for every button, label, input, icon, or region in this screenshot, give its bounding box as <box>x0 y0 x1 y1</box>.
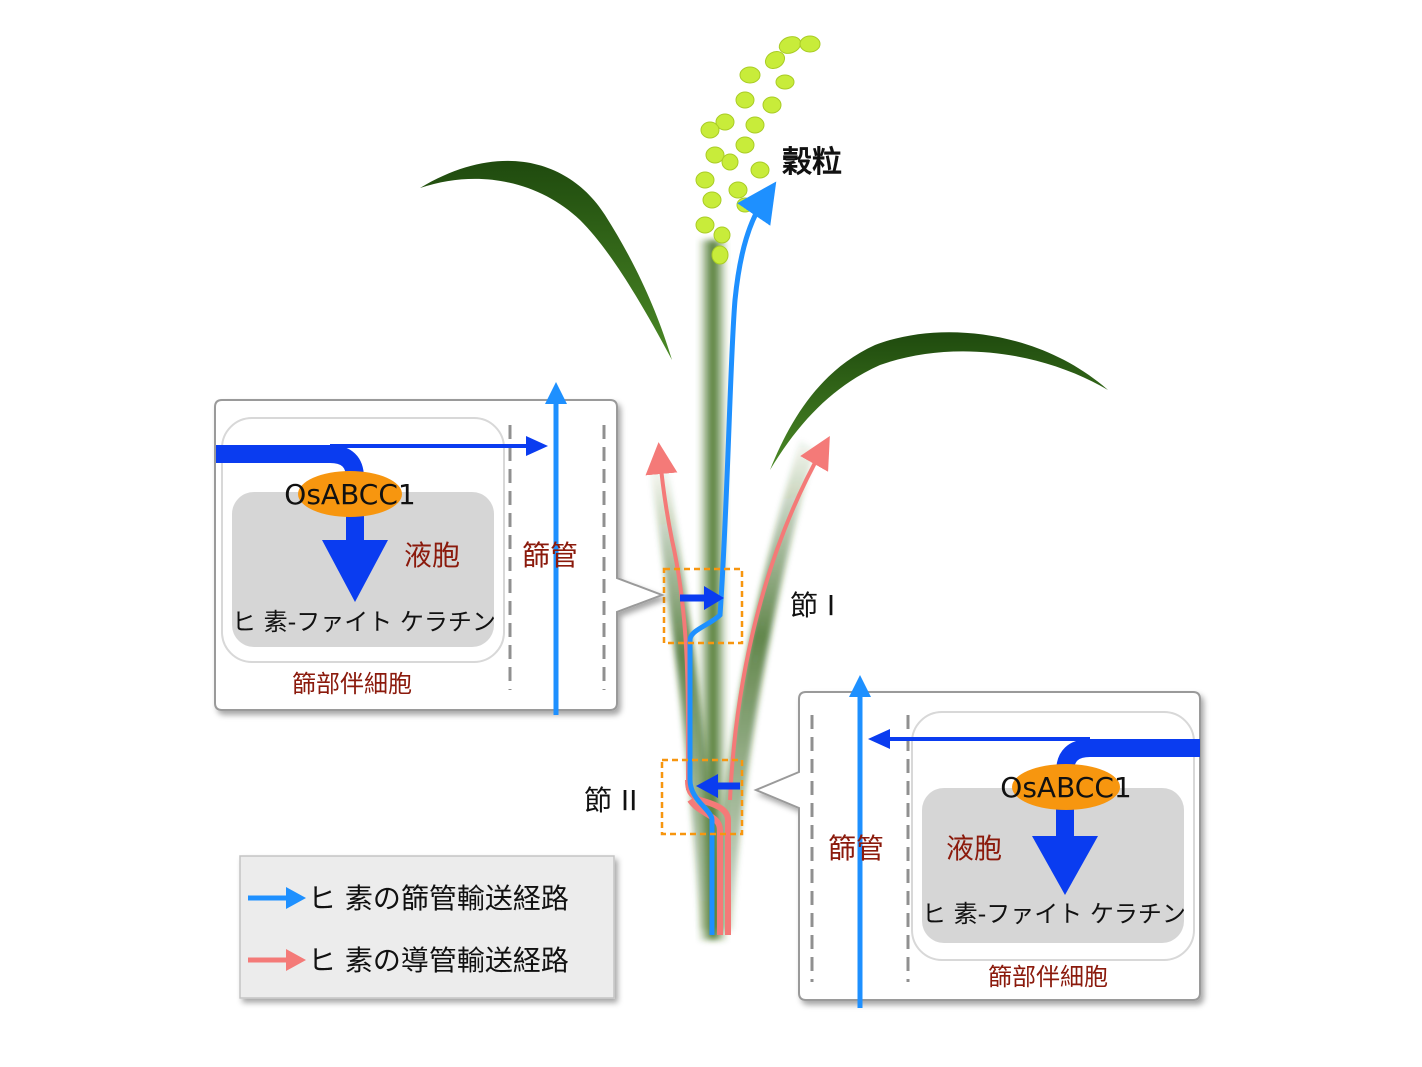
grain-icon <box>695 171 715 189</box>
node2-arrow-head <box>696 774 718 798</box>
grain-icon <box>736 197 754 213</box>
inset2-to-sieve-head <box>868 729 890 749</box>
grain-icon <box>721 153 739 171</box>
phloem-path-grain <box>687 181 777 935</box>
grain-icon <box>775 74 795 90</box>
leaf-left <box>420 160 672 360</box>
grain-icon <box>713 226 731 244</box>
transporter-label-2: OsABCC1 <box>1000 771 1131 804</box>
grain-icon <box>762 96 782 114</box>
leaf-right <box>770 332 1108 470</box>
legend: ヒ 素の篩管輸送経路 ヒ 素の導管輸送経路 <box>239 855 615 999</box>
inset1-sieve-flow-head <box>545 382 567 404</box>
node1-box <box>662 567 744 645</box>
legend-box <box>239 855 615 999</box>
grain-icon <box>700 121 720 139</box>
transporter-label-1: OsABCC1 <box>284 478 415 511</box>
transporter-osabcc1-1 <box>298 471 402 517</box>
leaf-sheath-right <box>712 440 815 930</box>
grain-icon <box>739 66 761 84</box>
grain-icon <box>705 146 725 164</box>
legend-label-xylem: ヒ 素の導管輸送経路 <box>308 944 569 977</box>
sieve-tube-label-1: 篩管 <box>522 539 578 572</box>
legend-item-phloem: ヒ 素の篩管輸送経路 <box>248 882 569 915</box>
grain-icon <box>745 116 765 134</box>
transporter-osabcc1-2 <box>1012 764 1120 810</box>
grain-icon <box>711 245 729 265</box>
legend-swatch-phloem-head <box>286 887 306 909</box>
grain-icon <box>728 181 748 199</box>
companion-cell-label-2: 篩部伴細胞 <box>988 963 1108 991</box>
grain-label: 穀粒 <box>782 145 842 180</box>
vacuole-label-1: 液胞 <box>404 539 460 572</box>
complex-label-1: ヒ 素-ファイト ケラチン <box>232 608 496 636</box>
grain-icon <box>750 161 770 179</box>
sieve-tube-label-2: 篩管 <box>828 832 884 865</box>
inset1-to-sieve-head <box>526 436 548 456</box>
inset2-sieve-flow-head <box>849 675 871 697</box>
node2-label: 節 II <box>584 784 637 817</box>
complex-label-2: ヒ 素-ファイト ケラチン <box>922 900 1186 928</box>
legend-label-phloem: ヒ 素の篩管輸送経路 <box>308 882 569 915</box>
legend-swatch-xylem-head <box>286 949 306 971</box>
node2-box <box>660 758 744 836</box>
inset1-vacuole-arrow-head <box>322 540 388 602</box>
inset-node2-content: OsABCC1 液胞 篩管 ヒ 素-ファイト ケラチン 篩部伴細胞 <box>810 675 1200 1008</box>
grain-icon <box>715 113 735 131</box>
node1-arrow-head <box>704 586 724 610</box>
node1-label: 節 I <box>790 589 835 622</box>
grain-icon <box>764 50 786 70</box>
inset2-vacuole-arrow-head <box>1032 836 1098 895</box>
vacuole-label-2: 液胞 <box>946 832 1002 865</box>
legend-item-xylem: ヒ 素の導管輸送経路 <box>248 944 569 977</box>
inset-node1-content: OsABCC1 液胞 篩管 ヒ 素-ファイト ケラチン 篩部伴細胞 <box>216 382 606 715</box>
grain-icon <box>695 216 715 234</box>
grain-icon <box>799 35 821 53</box>
grain-icon <box>702 191 722 209</box>
grain-icon <box>735 136 755 154</box>
grain-icon <box>735 91 755 109</box>
xylem-path-right-leaf <box>728 436 830 801</box>
companion-cell-label-1: 篩部伴細胞 <box>292 670 412 698</box>
